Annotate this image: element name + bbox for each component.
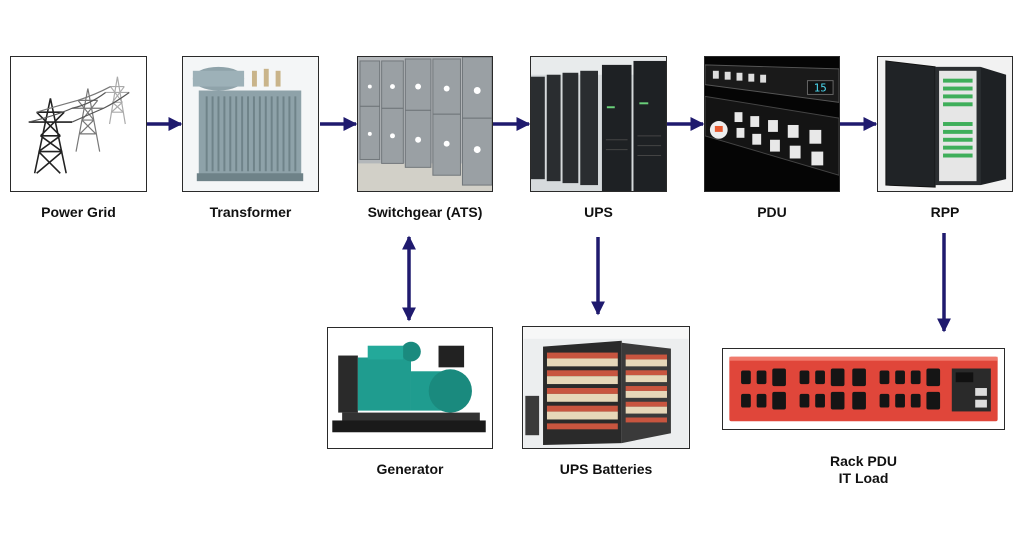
rpp-image <box>877 56 1013 192</box>
switchgear-image <box>357 56 493 192</box>
transformer-icon <box>183 57 318 191</box>
power-grid-image <box>10 56 147 192</box>
label-transformer: Transformer <box>209 204 292 220</box>
label-generator: Generator <box>376 461 444 477</box>
ups-batteries-image <box>522 326 690 449</box>
label-rpp: RPP <box>930 204 960 220</box>
rack-pdu-image <box>722 348 1005 430</box>
pdu-unit-icon: 15 <box>705 57 839 191</box>
ups-server-aisle-icon <box>531 57 666 191</box>
transmission-tower-icon <box>28 76 130 174</box>
label-rack-pdu-line1: Rack PDU <box>830 453 897 469</box>
label-pdu: PDU <box>757 204 787 220</box>
label-power-grid: Power Grid <box>41 204 116 220</box>
label-ups-batteries: UPS Batteries <box>559 461 653 477</box>
transformer-image <box>182 56 319 192</box>
label-ups: UPS <box>584 204 613 220</box>
label-rack-pdu: Rack PDU IT Load <box>722 453 1005 487</box>
ups-image <box>530 56 667 192</box>
switchgear-cabinet-icon <box>358 57 492 191</box>
pdu-display-readout: 15 <box>814 81 827 94</box>
generator-icon <box>328 328 492 448</box>
label-rack-pdu-line2: IT Load <box>838 470 889 486</box>
rpp-cabinet-icon <box>878 57 1012 191</box>
label-switchgear: Switchgear (ATS) <box>367 204 483 220</box>
generator-image <box>327 327 493 449</box>
battery-rack-icon <box>523 327 689 448</box>
pdu-image: 15 <box>704 56 840 192</box>
rack-pdu-icon <box>725 349 1002 429</box>
